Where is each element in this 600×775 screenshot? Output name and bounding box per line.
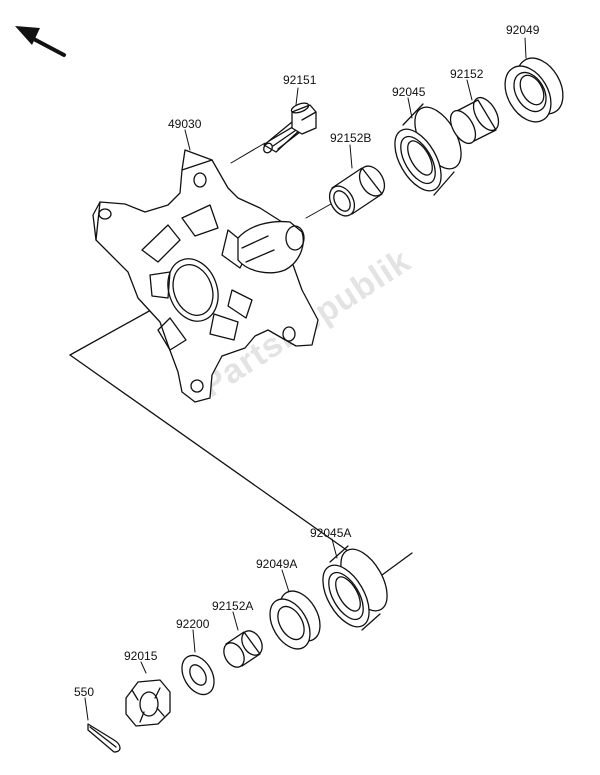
hub-49030 xyxy=(92,149,319,403)
collar-92152A xyxy=(223,630,263,668)
washer-92200 xyxy=(181,654,215,696)
assembly-bracket-lines xyxy=(69,304,413,576)
oil-seal-92049 xyxy=(504,57,564,123)
collar-92152B xyxy=(328,165,386,217)
arrow-up-left-icon xyxy=(15,26,66,57)
part-label-92152: 92152 xyxy=(450,67,484,81)
collar-92152 xyxy=(449,96,500,145)
castle-nut-92015 xyxy=(125,679,171,727)
stud-bolt-92151 xyxy=(263,102,317,154)
part-label-92152A: 92152A xyxy=(212,599,254,613)
part-label-92151: 92151 xyxy=(283,73,317,87)
part-label-49030: 49030 xyxy=(168,117,202,131)
part-label-92200: 92200 xyxy=(176,617,210,631)
part-label-92152B: 92152B xyxy=(330,131,372,145)
leader-lines xyxy=(84,37,527,721)
bearing-92045A xyxy=(322,545,388,631)
part-label-550: 550 xyxy=(74,685,95,699)
bearing-92045 xyxy=(394,103,462,196)
cotter-pin-550 xyxy=(87,723,121,753)
part-label-92049: 92049 xyxy=(506,23,540,37)
oil-seal-92049A xyxy=(269,590,321,650)
part-label-92049A: 92049A xyxy=(256,557,298,571)
part-label-92045A: 92045A xyxy=(310,526,352,540)
part-label-92015: 92015 xyxy=(124,649,158,663)
part-label-92045: 92045 xyxy=(392,85,426,99)
